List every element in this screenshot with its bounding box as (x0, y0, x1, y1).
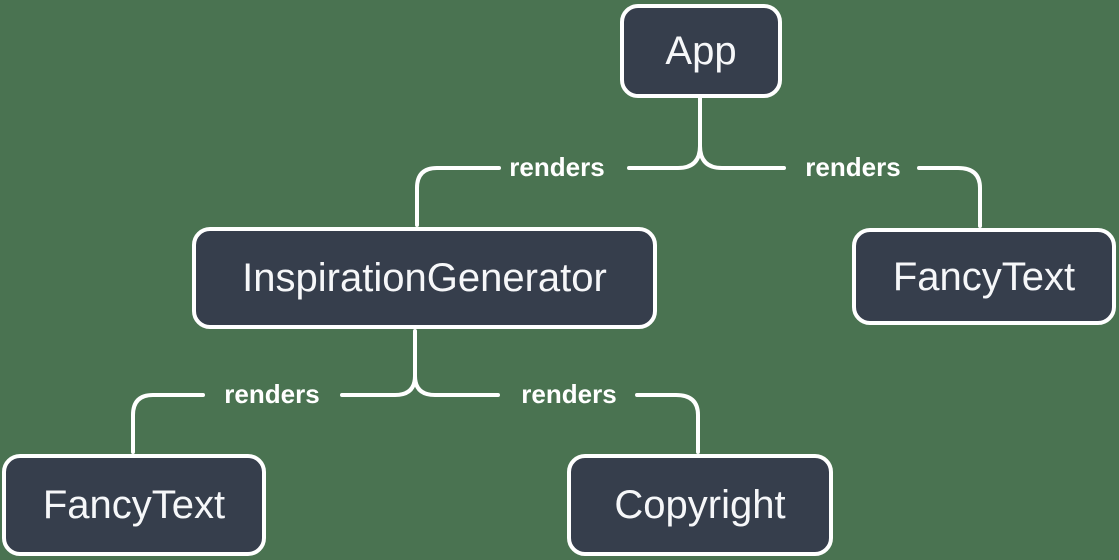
edge-inspirationgenerator-fork-left (340, 374, 417, 397)
edge-app-to-fancytext (917, 166, 982, 228)
edge-inspirationgenerator-fork-right (413, 374, 500, 397)
edge-label-inspirationgenerator-copyright: renders (521, 379, 617, 409)
edge-inspirationgenerator-to-fancytext (131, 393, 205, 454)
edge-app-to-inspirationgenerator (415, 166, 501, 227)
node-copyright: Copyright (567, 454, 833, 556)
edge-label-app-fancytext: renders (805, 152, 901, 182)
node-inspiration-generator-label: InspirationGenerator (242, 256, 607, 300)
node-app-label: App (665, 29, 737, 73)
node-fancy-text-bottom-label: FancyText (42, 483, 226, 527)
edge-label-inspirationgenerator-fancytext: renders (224, 379, 320, 409)
node-fancy-text-top: FancyText (852, 228, 1116, 325)
node-inspiration-generator: InspirationGenerator (192, 227, 657, 329)
edge-label-app-inspirationgenerator: renders (509, 152, 605, 182)
edge-inspirationgenerator-to-copyright (635, 393, 700, 454)
node-fancy-text-bottom: FancyText (2, 454, 266, 556)
node-copyright-label: Copyright (614, 483, 786, 527)
node-app: App (620, 4, 782, 98)
edge-app-fork-left (627, 144, 702, 170)
node-fancy-text-top-label: FancyText (892, 254, 1076, 299)
edge-app-fork-right (698, 144, 786, 170)
